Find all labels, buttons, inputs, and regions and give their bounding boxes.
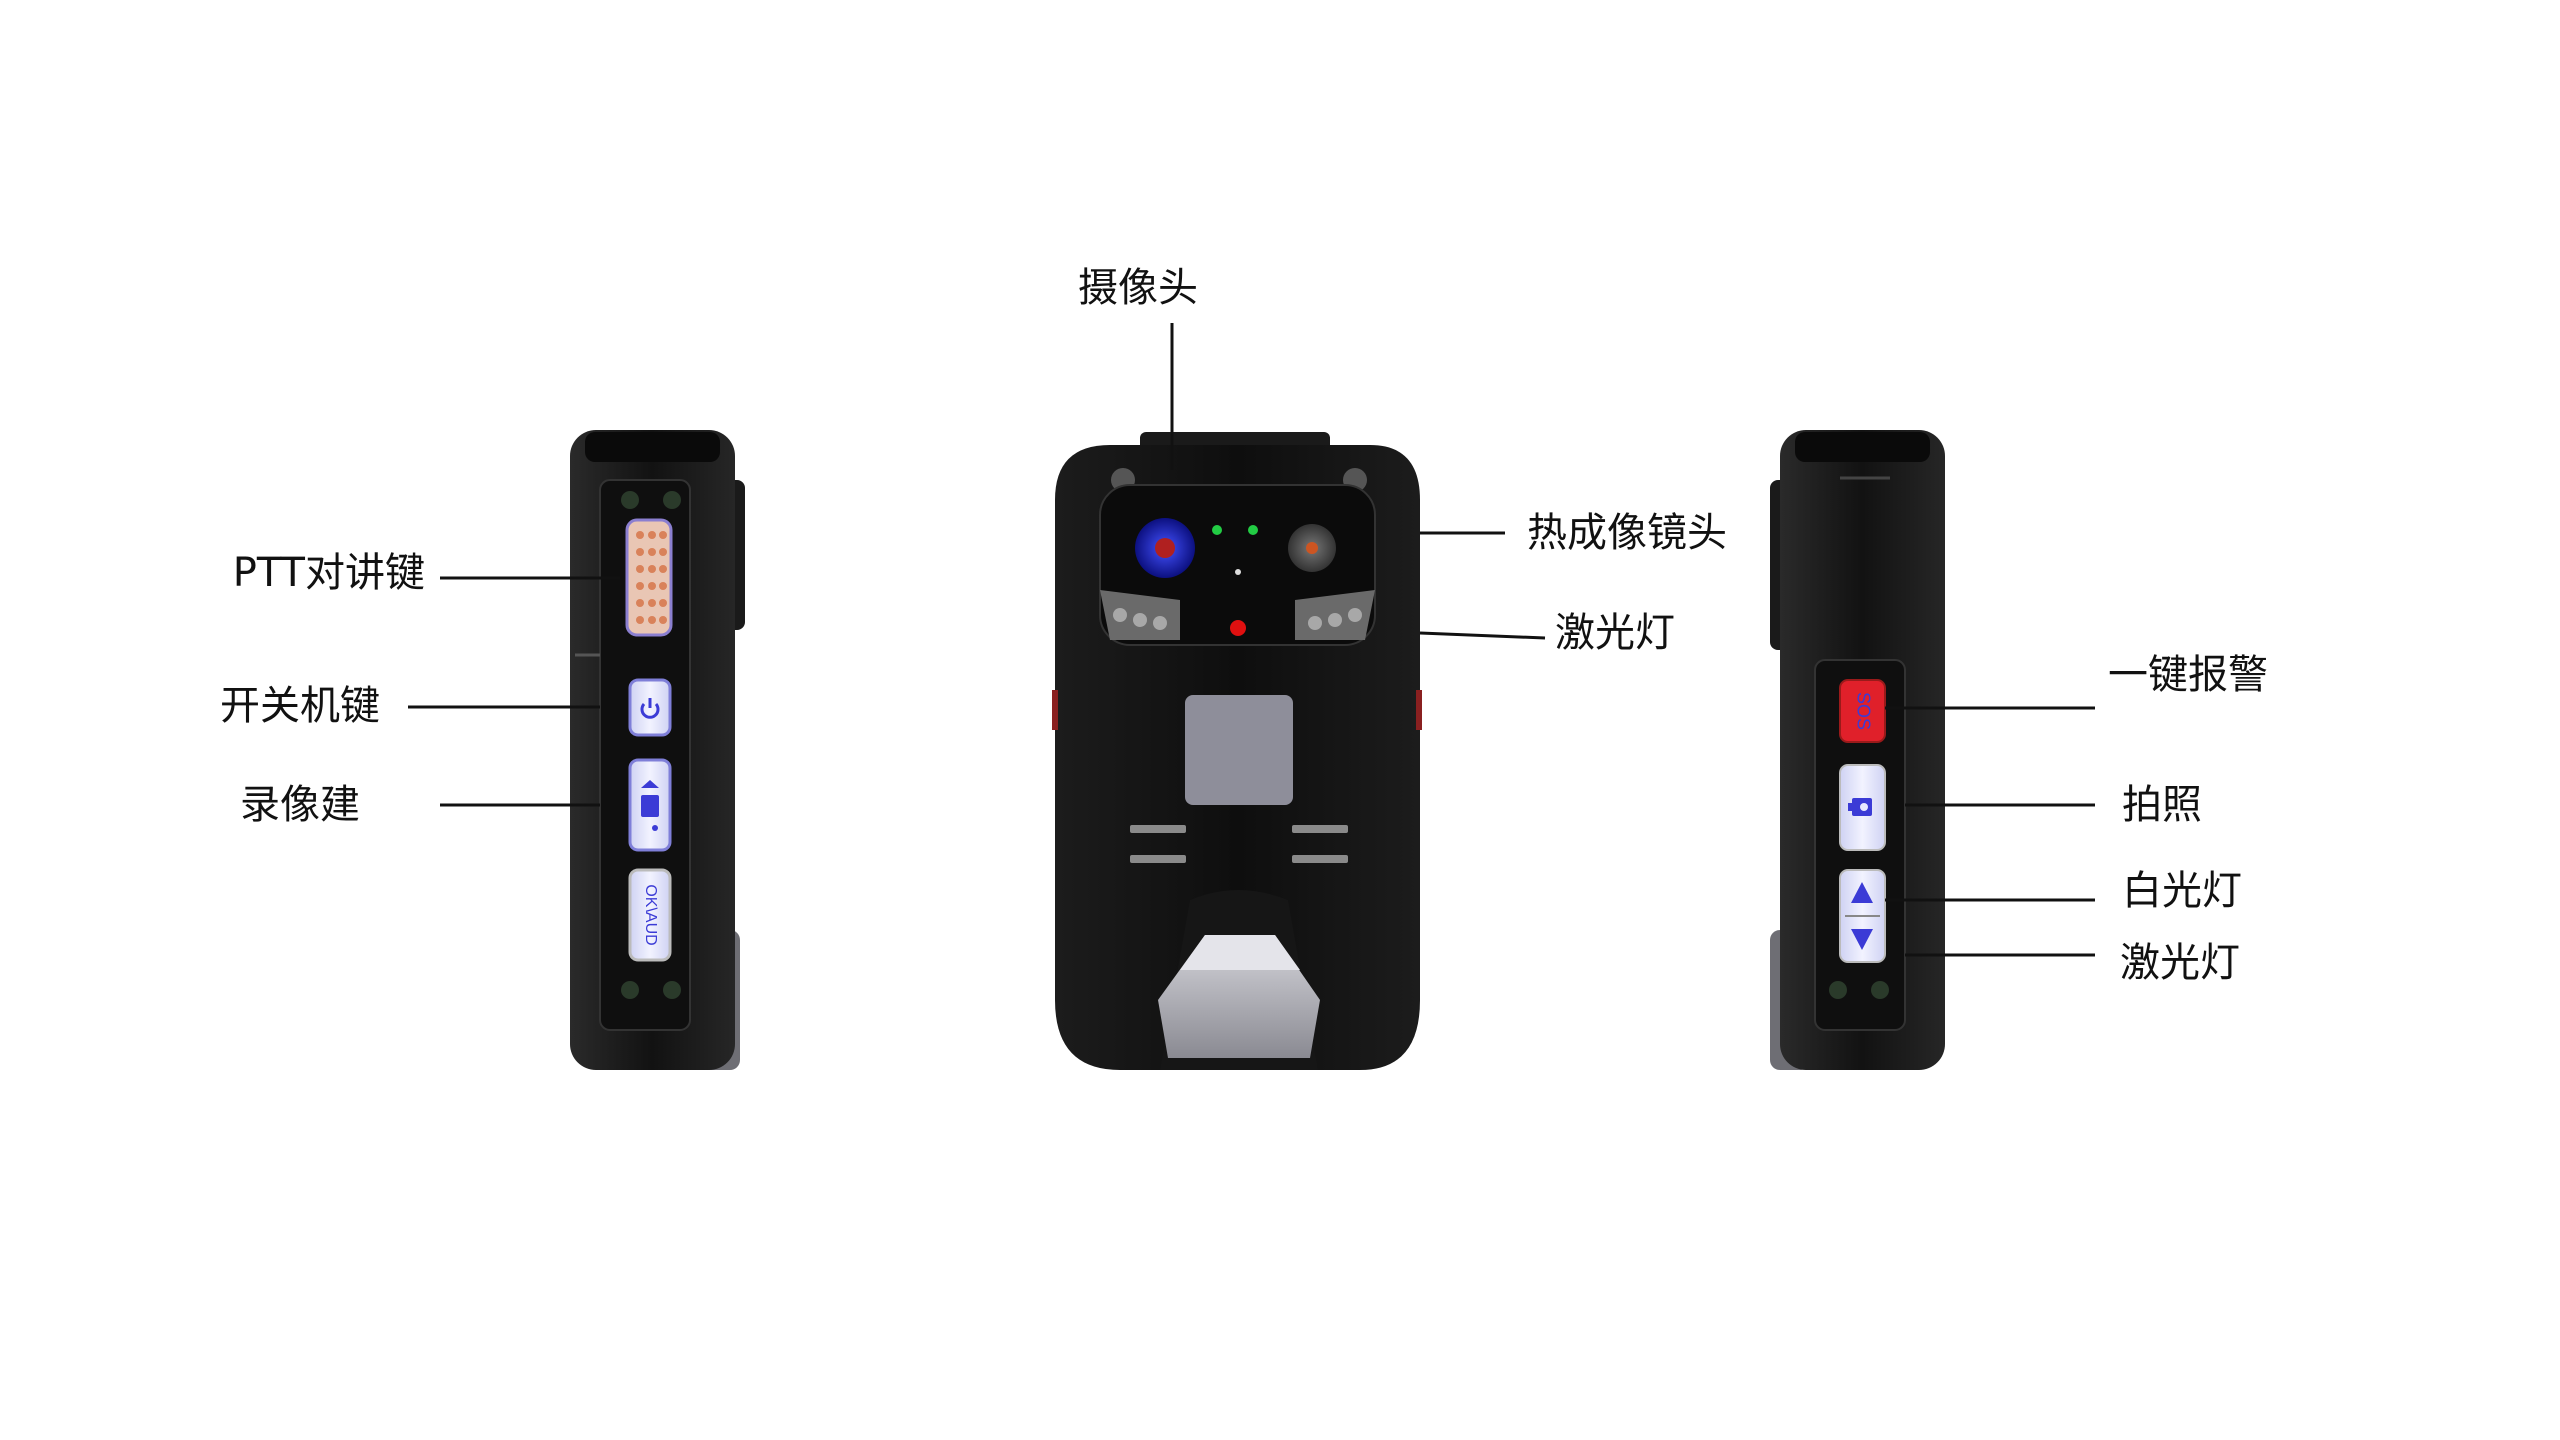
status-led-1	[1212, 525, 1222, 535]
photo-label: 拍照	[2122, 782, 2202, 828]
camera-lens	[1135, 518, 1195, 578]
front-left-side-mark	[1052, 690, 1058, 730]
front-right-side-mark	[1416, 690, 1422, 730]
right-side-view: SOS	[1770, 430, 1945, 1070]
white-light-button[interactable]	[1851, 882, 1873, 903]
power-icon	[640, 698, 660, 719]
laser-light-front-label: 激光灯	[1555, 610, 1675, 656]
camera-icon	[1848, 798, 1872, 816]
ok-aud-button[interactable]: OK\AUD	[628, 868, 672, 962]
laser-light-button[interactable]	[1851, 929, 1873, 950]
front-laser-light	[1230, 620, 1246, 636]
callout-lines	[408, 323, 2095, 957]
light-sensor	[1235, 569, 1241, 575]
ptt-button[interactable]	[625, 518, 673, 637]
power-button[interactable]	[628, 678, 672, 737]
front-mount-clip-highlight	[1180, 935, 1300, 970]
white-light-label: 白光灯	[2122, 868, 2242, 914]
power-button-label: 开关机键	[220, 683, 380, 729]
front-view	[1052, 432, 1422, 1070]
laser-front-callout-line	[1419, 631, 1546, 640]
camera-label: 摄像头	[1078, 265, 1198, 311]
photo-button[interactable]	[1839, 764, 1886, 851]
left-side-top-cap	[585, 432, 720, 462]
status-led-2	[1248, 525, 1258, 535]
speaker-slots	[1130, 825, 1348, 863]
ok-aud-label: OK\AUD	[642, 884, 659, 945]
front-display-panel	[1185, 695, 1293, 805]
ptt-grip-dots	[636, 531, 667, 624]
right-side-screws	[1829, 981, 1889, 999]
laser-light-side-label: 激光灯	[2120, 940, 2240, 986]
video-camera-icon	[641, 780, 659, 831]
triangle-down-icon	[1851, 929, 1873, 950]
right-side-top-cap	[1795, 432, 1930, 462]
thermal-lens-label: 热成像镜头	[1527, 510, 1727, 556]
thermal-lens	[1288, 524, 1336, 572]
left-side-view: OK\AUD	[570, 430, 745, 1070]
sos-button[interactable]: SOS	[1839, 679, 1886, 743]
record-button-label: 录像建	[240, 782, 360, 828]
ptt-button-label: PTT对讲键	[233, 550, 425, 596]
sos-alarm-label: 一键报警	[2108, 652, 2268, 698]
light-rocker	[1839, 869, 1886, 963]
left-side-screws	[621, 491, 681, 999]
sos-label: SOS	[1853, 692, 1873, 730]
triangle-up-icon	[1851, 882, 1873, 903]
record-button[interactable]	[628, 758, 672, 852]
